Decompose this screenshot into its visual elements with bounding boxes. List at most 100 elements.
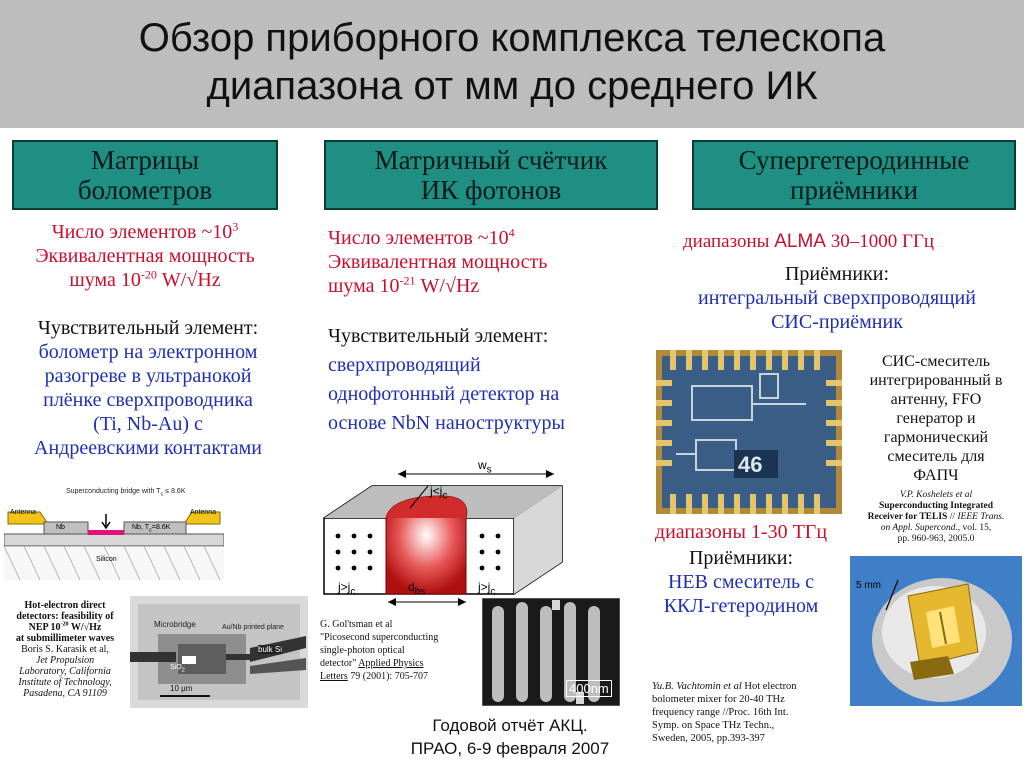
heading-heterodyne: Супергетеродинные приёмники (692, 140, 1016, 210)
ref-org-line: Jet Propulsion (35, 655, 95, 666)
bolometer-nep-line1: Эквивалентная мощность (35, 245, 255, 267)
photon-detector-diagram (323, 470, 563, 606)
ref-journal-name[interactable]: Applied Physics (358, 658, 424, 669)
sis-desc-line: СИС-смеситель (882, 353, 990, 370)
heb-reference: Yu.B. Vachtomin et al Hot electron bolom… (652, 680, 848, 745)
sensitive-label: Чувствительный элемент: (328, 325, 549, 347)
sensitive-line: плёнке сверхпроводника (43, 389, 253, 411)
ref-line: on Appl. Supercond., vol. 15, (848, 523, 1024, 534)
heading-bolometer-arrays: Матрицы болометров (12, 140, 278, 210)
heading-line: ИК фотонов (420, 175, 562, 205)
page-title-line1: Обзор приборного комплекса телескопа (138, 16, 886, 60)
receivers-label: Приёмники: (688, 547, 794, 569)
heb-lens-photo (850, 556, 1022, 706)
sis-desc-line: смеситель для (887, 448, 985, 465)
ref-line: Receiver for TELIS // IEEE Trans. (848, 512, 1024, 523)
photon-specs: Число элементов ~104 Эквивалентная мощно… (328, 226, 648, 298)
bridge-caption: Superconducting bridge with Tc ≤ 8.6K (66, 488, 186, 497)
sensitive-line: разогреве в ультранокой (44, 365, 252, 387)
sis-desc-line: генератор и (896, 410, 976, 427)
sem-scale-label: 400nm (566, 680, 612, 697)
alma-prefix: диапазоны (683, 231, 775, 252)
photon-reference: G. Gol'tsman et al "Picosecond supercond… (320, 618, 480, 683)
bolometer-bridge-diagram (4, 484, 224, 580)
ref-line: bolometer mixer for 20-40 THz (652, 694, 785, 705)
ref-line: single-photon optical (320, 645, 405, 656)
label-nb-tc-text: Nb, T (132, 524, 149, 531)
heb-receivers: Приёмники: HEB смеситель с ККЛ-гетеродин… (630, 546, 852, 618)
ref-nep-unit: W/√Hz (68, 622, 102, 633)
label-j-less-sub: c (442, 490, 448, 502)
alma-range-value: 30–1000 ГГц (825, 231, 935, 252)
ref-issue: 79 (2001): 705-707 (347, 671, 429, 682)
ref-volume: , vol. 15, (957, 523, 992, 533)
label-j-greater-right: j>jc (478, 580, 495, 597)
sis-receivers: Приёмники: интегральный сверхпроводящий … (650, 262, 1024, 334)
receivers-label: Приёмники: (784, 263, 890, 285)
ref-line: "Picosecond superconducting (320, 632, 439, 643)
photo-label-bulk: bulk Si (258, 645, 283, 654)
label-silicon: Silicon (96, 556, 117, 563)
lens-scale-label: 5 mm (856, 580, 881, 591)
footer-line1: Годовой отчёт АКЦ. (432, 716, 588, 735)
alma-range: диапазоны ALMA 30–1000 ГГц (683, 230, 1023, 254)
sensitive-line: Андреевскими контактами (34, 437, 262, 459)
photon-elements: Число элементов ~104 (328, 226, 648, 250)
ref-title-line: Superconducting Integrated (878, 501, 994, 511)
ref-line: G. Gol'tsman et al (320, 619, 393, 630)
photo-label-sio-sub: 2 (181, 667, 185, 674)
ref-title-line: Hot-electron direct (24, 600, 106, 611)
sis-desc-line: гармонический (883, 429, 989, 446)
ref-journal: on Appl. Supercond. (880, 523, 958, 533)
bolometer-elements: Число элементов ~103 (0, 220, 290, 244)
sensitive-line: (Ti, Nb-Au) с (93, 413, 203, 435)
page-title: Обзор приборного комплекса телескопа диа… (0, 14, 1024, 110)
nep-text: шума 10 (69, 269, 141, 291)
ref-authors: Yu.B. Vachtomin et al (652, 681, 742, 692)
ref-line: Sweden, 2005, pp.393-397 (652, 733, 765, 744)
label-j-greater-right-text: j>j (478, 580, 491, 594)
bolometer-sensitive: Чувствительный элемент: болометр на элек… (0, 316, 296, 460)
photo-label-sio2: SiO2 (170, 664, 185, 673)
ref-nep-exp: -20 (60, 621, 69, 628)
bridge-caption-text: Superconducting bridge with T (66, 488, 161, 495)
ref-authors: V.P. Koshelets et al (899, 490, 973, 500)
ref-title-line: Receiver for TELIS (867, 512, 948, 522)
ref-journal-name[interactable]: Letters (320, 671, 348, 682)
receiver-line: ККЛ-гетеродином (663, 595, 819, 617)
ref-title-line: at submillimeter waves (15, 633, 115, 644)
bolometer-reference: Hot-electron direct detectors: feasibili… (4, 600, 126, 699)
receiver-line: HEB смеситель с (667, 571, 815, 593)
heading-line: болометров (77, 175, 213, 205)
bridge-caption-end: ≤ 8.6K (163, 488, 186, 495)
nep-unit: W/√Hz (156, 269, 221, 291)
photo-label-sio-text: SiO (170, 664, 182, 671)
label-j-greater-left-sub: c (350, 586, 356, 598)
ref-separator: // (947, 512, 958, 522)
label-j-less-text: j<j (430, 484, 443, 498)
receiver-line: СИС-приёмник (771, 311, 903, 333)
elements-exp: 4 (508, 225, 515, 240)
heading-line: Матричный счётчик (374, 145, 608, 175)
label-dhs-sub: hs (414, 586, 426, 598)
label-nb-tc: Nb, Tc=8.6K (132, 524, 170, 533)
ref-line-journal: detector" Applied Physics (320, 657, 480, 670)
nep-unit: W/√Hz (415, 275, 480, 297)
photon-sensitive: Чувствительный элемент: сверхпроводящий … (328, 322, 648, 438)
bridge-caption-sub: c (160, 491, 164, 498)
elements-text: Число элементов ~10 (51, 221, 233, 243)
ref-authors: Boris S. Karasik et al, (21, 644, 109, 655)
title-bar (0, 0, 1024, 128)
label-j-greater-right-sub: c (490, 586, 496, 598)
footer: Годовой отчёт АКЦ. ПРАО, 6-9 февраля 200… (380, 714, 640, 760)
sensitive-line: сверхпроводящий (328, 354, 481, 376)
ref-pages: pp. 960-963, 2005.0 (897, 534, 975, 544)
footer-line2: ПРАО, 6-9 февраля 2007 (410, 739, 610, 758)
sensitive-label: Чувствительный элемент: (37, 317, 259, 339)
ref-line: Symp. on Space THz Techn., (652, 720, 775, 731)
sensitive-line: основе NbN наноструктуры (328, 412, 565, 434)
ref-org-line: Laboratory, California (19, 666, 111, 677)
ref-title-line: detectors: feasibility of (16, 611, 114, 622)
label-antenna-right: Antenna (190, 509, 217, 516)
elements-exp: 3 (232, 219, 239, 234)
